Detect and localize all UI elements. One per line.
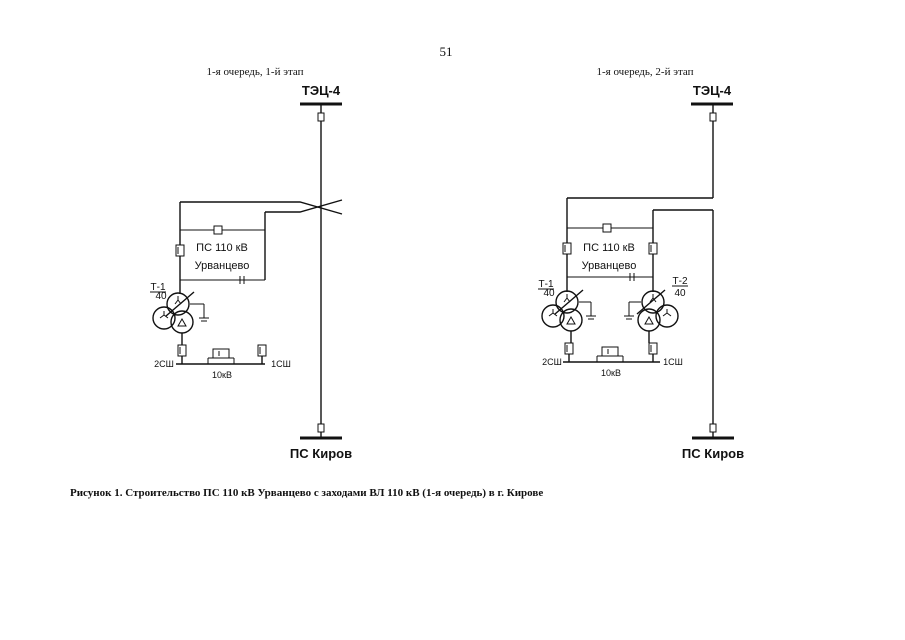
bus-right-label: 1СШ — [271, 359, 291, 369]
transformer-label: Т-1 — [151, 282, 166, 293]
transformer-t1-symbol — [541, 289, 584, 332]
dest-station-label: ПС Киров — [682, 446, 744, 461]
stage-title: 1-я очередь, 2-й этап — [596, 66, 693, 78]
transformer-t1-symbol — [152, 291, 195, 334]
sectional-breaker — [212, 348, 230, 359]
substation-place: Урванцево — [582, 260, 637, 272]
substation-name: ПС 110 кВ — [583, 242, 635, 254]
transformer-power: 40 — [155, 291, 167, 302]
source-station-label: ТЭЦ-4 — [693, 83, 732, 98]
lv-breaker — [177, 344, 187, 357]
scheme-stage-2: 1-я очередь, 2-й этап ТЭЦ-4 ПС 110 кВ Ур… — [538, 66, 744, 461]
bus-voltage-label: 10кВ — [601, 368, 621, 378]
source-station-label: ТЭЦ-4 — [302, 83, 341, 98]
bridge-switch — [213, 225, 223, 235]
bus-right-label: 1СШ — [663, 357, 683, 367]
line-breaker-top — [709, 112, 717, 122]
figure-caption: Рисунок 1. Строительство ПС 110 кВ Урван… — [70, 487, 543, 499]
page-number: 51 — [440, 44, 453, 59]
line-breaker-top — [317, 112, 325, 122]
stage-title: 1-я очередь, 1-й этап — [206, 66, 303, 78]
inlet-line-2 — [265, 199, 343, 213]
substation-name: ПС 110 кВ — [196, 242, 248, 254]
transformer-t2-symbol — [636, 289, 679, 332]
line-breaker-bottom — [317, 423, 325, 433]
scheme-stage-1: 1-я очередь, 1-й этап ТЭЦ-4 ПС 110 кВ Ур… — [150, 66, 352, 461]
inlet-line-1 — [180, 201, 343, 215]
bridge-switch — [602, 223, 612, 233]
bus-left-label: 2СШ — [542, 357, 562, 367]
substation-place: Урванцево — [195, 260, 250, 272]
transformer-breaker — [175, 244, 185, 257]
feeder-breaker — [257, 344, 267, 357]
transformer-power-t1: 40 — [543, 288, 555, 299]
transformer-label-t2: Т-2 — [673, 276, 688, 287]
transformer-power-t2: 40 — [674, 288, 686, 299]
bus-left-label: 2СШ — [154, 359, 174, 369]
bus-voltage-label: 10кВ — [212, 370, 232, 380]
transformer-breaker-t2 — [648, 242, 658, 255]
line-breaker-bottom — [709, 423, 717, 433]
lv-breaker-t1 — [564, 342, 574, 355]
sectional-breaker — [601, 346, 619, 357]
lv-breaker-t2 — [648, 342, 658, 355]
transformer-label-t1: Т-1 — [539, 279, 554, 290]
dest-station-label: ПС Киров — [290, 446, 352, 461]
transformer-breaker-t1 — [562, 242, 572, 255]
